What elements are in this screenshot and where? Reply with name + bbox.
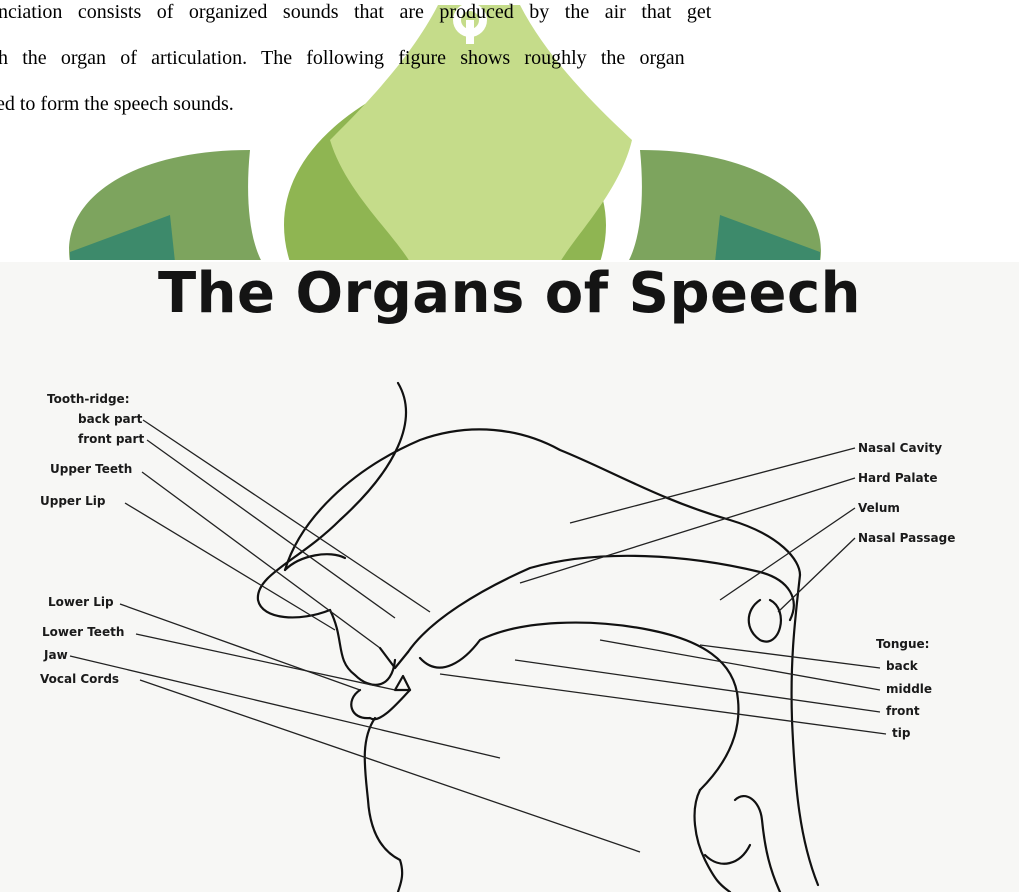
label-tooth-ridge: Tooth-ridge: xyxy=(47,392,130,406)
figure-title: The Organs of Speech xyxy=(0,262,1019,326)
leader-lines xyxy=(70,420,886,852)
label-tongue-back: back xyxy=(886,659,919,673)
label-tongue-tip: tip xyxy=(892,726,911,740)
label-front-part: front part xyxy=(78,432,144,446)
paragraph-line-3: ed to form the speech sounds. xyxy=(0,92,234,116)
label-hard-palate: Hard Palate xyxy=(858,471,937,485)
label-tongue-front: front xyxy=(886,704,920,718)
paragraph-line-1: unciation consists of organized sounds t… xyxy=(0,0,711,24)
label-tongue-middle: middle xyxy=(886,682,932,696)
label-velum: Velum xyxy=(858,501,900,515)
speech-organs-diagram: Tooth-ridge: back part front part Upper … xyxy=(0,340,1019,892)
vocal-tract-outline xyxy=(258,383,818,892)
label-jaw: Jaw xyxy=(43,648,68,662)
label-nasal-passage: Nasal Passage xyxy=(858,531,955,545)
watermark-logo xyxy=(0,0,1019,260)
label-tongue: Tongue: xyxy=(876,637,929,651)
label-nasal-cavity: Nasal Cavity xyxy=(858,441,942,455)
label-vocal-cords: Vocal Cords xyxy=(40,672,119,686)
label-back-part: back part xyxy=(78,412,143,426)
label-lower-teeth: Lower Teeth xyxy=(42,625,124,639)
paragraph-line-2: gh the organ of articulation. The follow… xyxy=(0,46,685,70)
label-upper-teeth: Upper Teeth xyxy=(50,462,132,476)
label-lower-lip: Lower Lip xyxy=(48,595,114,609)
label-upper-lip: Upper Lip xyxy=(40,494,106,508)
